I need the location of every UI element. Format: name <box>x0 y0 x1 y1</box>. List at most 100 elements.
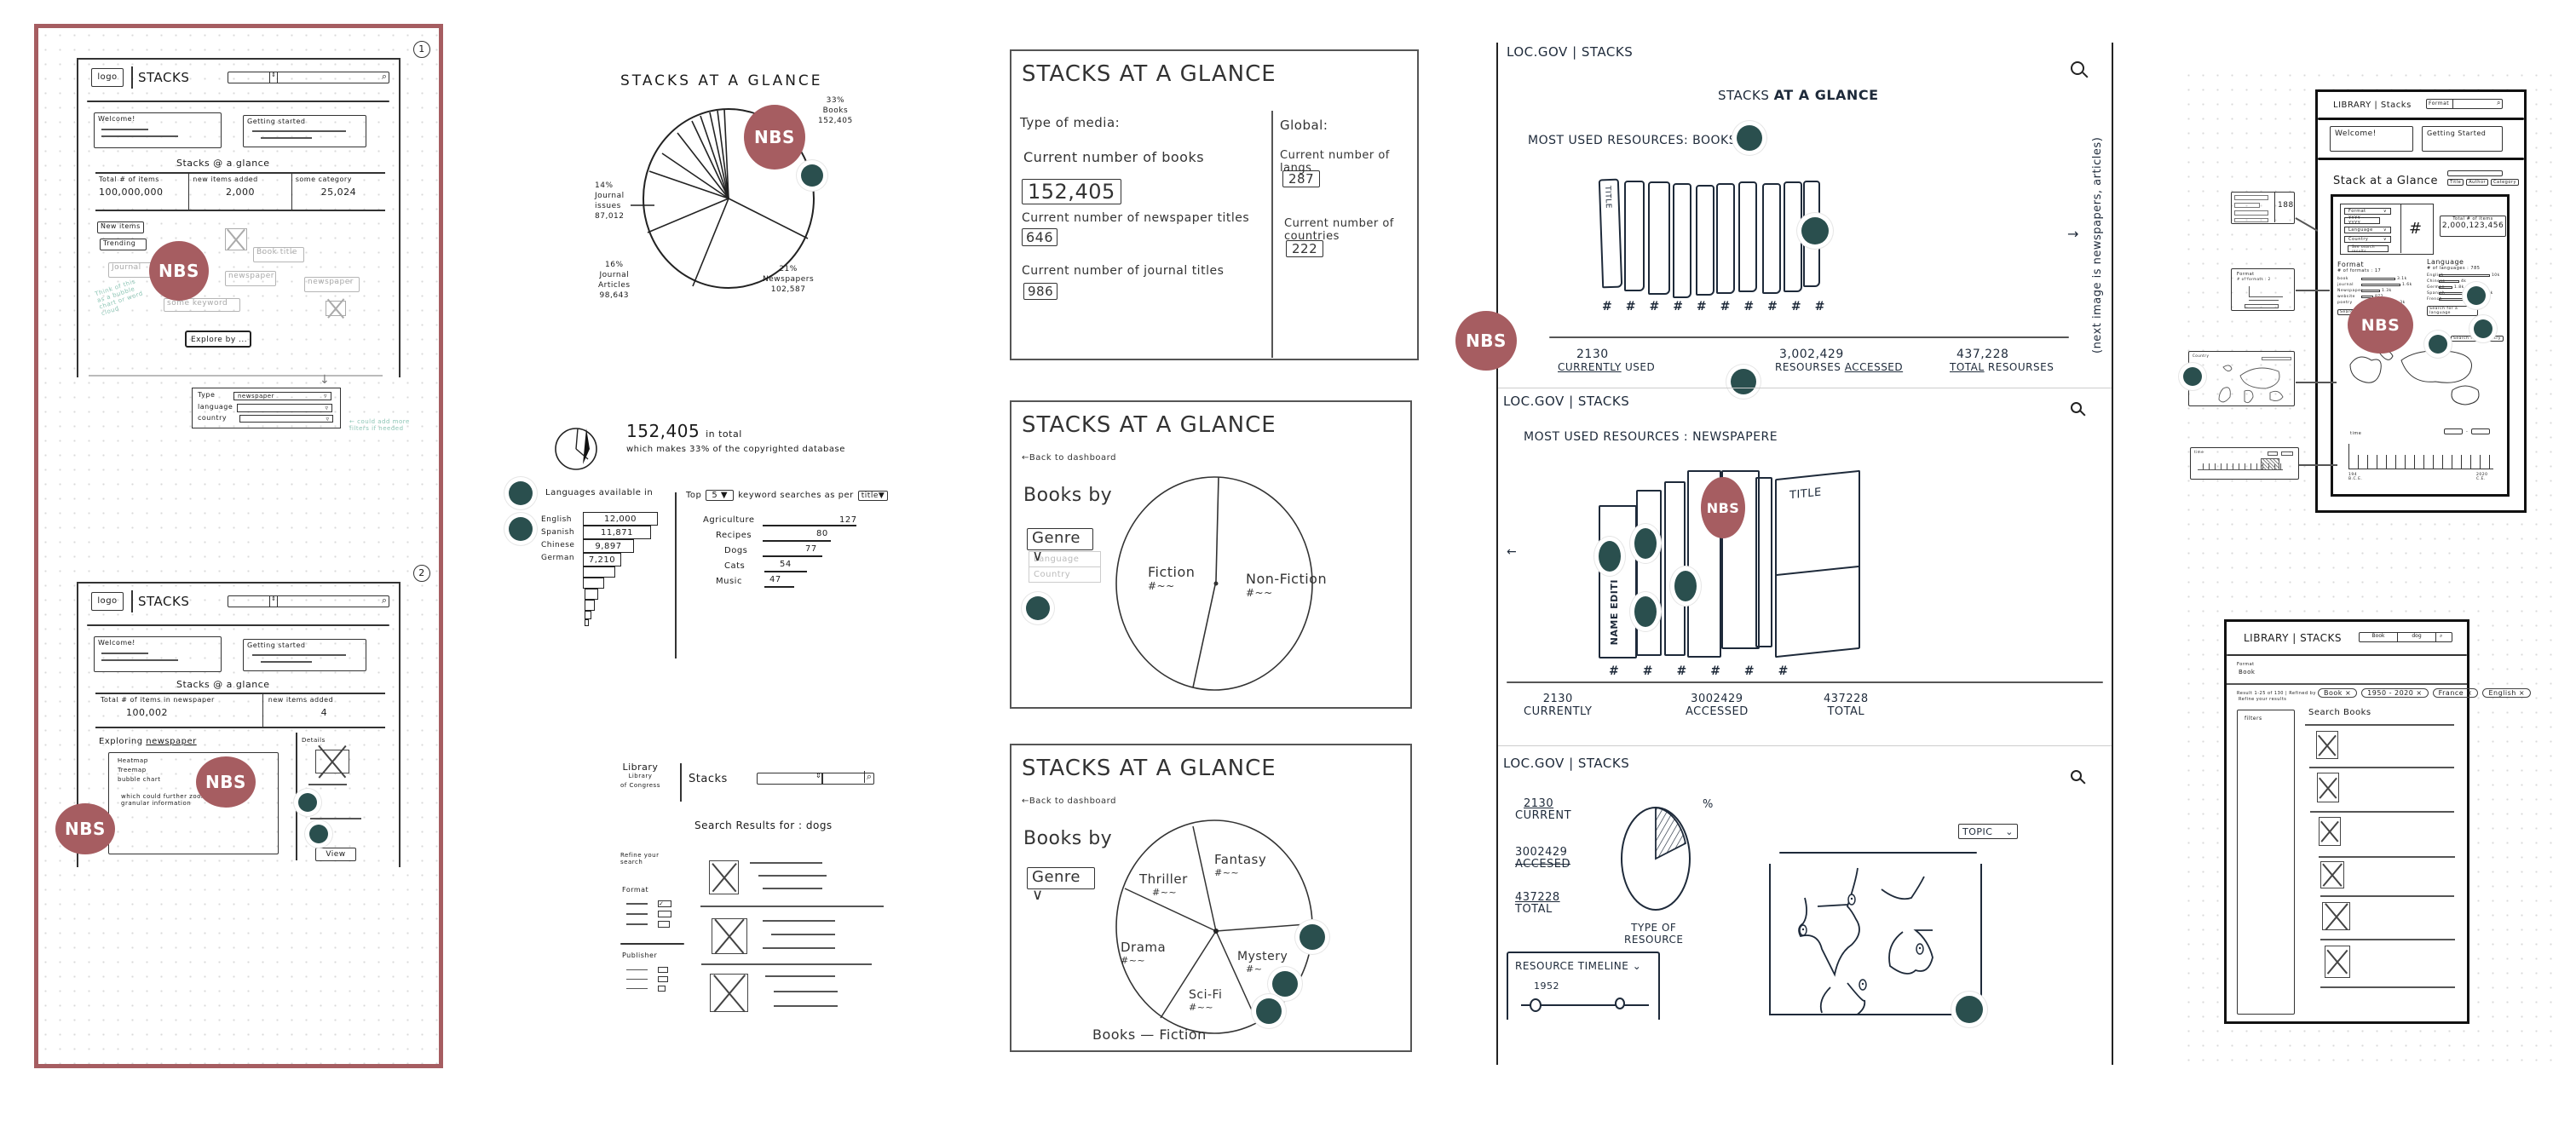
back-to-dashboard-link[interactable]: ←Back to dashboard <box>1022 796 1116 806</box>
book-spine[interactable] <box>1784 181 1802 292</box>
type-select[interactable]: newspaper▿ <box>233 392 331 400</box>
search-type-stepper[interactable]: ⇕ <box>269 595 278 607</box>
search-icon[interactable]: ⌕ <box>2440 633 2443 639</box>
search-icon[interactable]: ⌕ <box>381 71 387 82</box>
time-start-input[interactable] <box>2444 428 2463 434</box>
search-type-stepper[interactable]: ⇕ <box>269 72 278 83</box>
exploring-value-link[interactable]: newspaper <box>146 737 197 746</box>
tab-trending[interactable]: Trending <box>100 239 147 250</box>
country-map[interactable] <box>2342 343 2504 420</box>
timeline-end-handle[interactable] <box>1615 998 1625 1009</box>
book-spine[interactable] <box>1648 181 1670 295</box>
timeline-start-handle[interactable] <box>1530 998 1542 1012</box>
time-end-input[interactable] <box>2470 428 2490 434</box>
format-select[interactable]: Format∨ <box>2344 208 2391 215</box>
callout-total: 188 <box>2278 201 2294 210</box>
newspaper-spine[interactable] <box>1755 477 1772 647</box>
search-type-stepper[interactable]: ⇕ <box>815 772 821 779</box>
result-thumbnail[interactable] <box>2316 731 2338 759</box>
result-thumbnail[interactable] <box>2320 861 2344 888</box>
book-spine[interactable] <box>1738 181 1757 292</box>
newspaper-spine[interactable] <box>1687 470 1721 658</box>
filter-chip-years[interactable]: 1950 - 2020 × <box>2361 688 2429 698</box>
next-arrow[interactable]: → <box>2067 226 2079 242</box>
bubble-some-keyword[interactable]: some keyword <box>164 298 240 312</box>
bubble-journal[interactable]: Journal <box>108 262 155 278</box>
see-results-button[interactable]: See search results <box>2348 244 2389 253</box>
search-query[interactable]: dog <box>2398 633 2436 641</box>
newspaper-spine[interactable] <box>1664 481 1686 656</box>
filter-category-button[interactable]: Category <box>2491 179 2519 186</box>
search-by-select[interactable]: title▼ <box>857 490 889 501</box>
result-thumbnail[interactable] <box>2319 817 2341 846</box>
language-search-input[interactable]: Search for a language <box>2427 306 2478 316</box>
year-range-input[interactable]: YYYY - YYYY <box>2344 216 2380 226</box>
book-spine[interactable] <box>1696 185 1714 296</box>
book-spine[interactable] <box>1762 183 1781 294</box>
result-thumbnail[interactable] <box>2325 946 2350 978</box>
search-input[interactable]: Format ⌕ <box>2426 99 2503 109</box>
back-to-dashboard-link[interactable]: ←Back to dashboard <box>1022 453 1116 463</box>
glance-search-input[interactable] <box>2447 170 2503 176</box>
search-input[interactable]: ⇕ ⌕ <box>228 71 389 83</box>
journal-count-value: 986 <box>1023 283 1058 300</box>
search-icon[interactable]: ⌕ <box>381 595 387 606</box>
search-input[interactable]: ⇕ ⌕ <box>757 771 874 785</box>
group-by-select[interactable]: Genre ∨ <box>1027 867 1095 904</box>
filter-title-button[interactable]: Title <box>2447 179 2464 186</box>
filter-author-button[interactable]: Author <box>2466 179 2489 186</box>
facet-format-options: ✓ <box>626 899 671 929</box>
world-map[interactable] <box>1769 864 1982 1016</box>
checkbox[interactable] <box>658 986 666 992</box>
header-divider <box>131 66 133 89</box>
language-select[interactable]: ▿ <box>237 404 332 412</box>
search-icon[interactable] <box>2071 770 2082 781</box>
search-input[interactable]: ⇕ ⌕ <box>228 595 389 607</box>
book-spine[interactable]: TITLE <box>1598 178 1623 289</box>
language-select[interactable]: Language∨ <box>2344 227 2391 233</box>
checkbox[interactable] <box>658 967 668 973</box>
group-by-select[interactable]: Genre ∨ <box>1027 528 1093 565</box>
result-divider <box>701 963 872 965</box>
filter-chip-english[interactable]: English × <box>2482 688 2532 698</box>
checkbox[interactable] <box>658 921 670 928</box>
newspaper-spine[interactable]: NAME EDITI <box>1599 505 1637 658</box>
search-icon[interactable]: ⌕ <box>863 771 872 783</box>
bubble-book-title[interactable]: Book title <box>253 247 304 262</box>
book-spine[interactable] <box>1673 183 1691 298</box>
timeline-title[interactable]: RESOURCE TIMELINE ⌄ <box>1515 960 1642 972</box>
tab-new-items[interactable]: New items <box>97 221 144 233</box>
search-type-select[interactable]: Book <box>2360 633 2398 641</box>
result-thumbnail[interactable] <box>2317 773 2339 802</box>
brand: LIBRARY | STACKS <box>2244 632 2342 644</box>
country-select[interactable]: Country∨ <box>2344 236 2391 243</box>
checkbox[interactable] <box>658 976 668 982</box>
search-icon[interactable] <box>2071 402 2082 413</box>
back-arrow[interactable]: ← <box>1507 545 1518 559</box>
top-count-select[interactable]: 5 ▼ <box>706 490 735 501</box>
search-input[interactable]: Book dog ⌕ <box>2359 632 2452 642</box>
newspaper-front-page[interactable]: TITLE <box>1775 469 1860 658</box>
view-button[interactable]: View <box>315 848 356 861</box>
search-icon[interactable]: ⌕ <box>2497 99 2501 106</box>
result-thumbnail[interactable] <box>2322 902 2350 930</box>
filter-chip-france[interactable]: France × <box>2432 688 2479 698</box>
book-spine[interactable] <box>1624 181 1645 291</box>
bubble-newspaper-2[interactable]: newspaper <box>304 277 360 292</box>
checkbox-checked[interactable]: ✓ <box>658 900 671 907</box>
search-icon[interactable] <box>2071 61 2084 75</box>
option-language[interactable]: Language <box>1029 552 1100 567</box>
explore-by-button[interactable]: Explore by ... <box>185 331 251 348</box>
book-spine[interactable] <box>1716 183 1735 294</box>
filter-chip-book[interactable]: Book × <box>2318 688 2358 698</box>
bubble-newspaper-1[interactable]: newspaper <box>225 271 276 286</box>
timeline-histogram[interactable] <box>2348 444 2493 469</box>
option-country[interactable]: Country <box>1034 570 1071 579</box>
topic-select[interactable]: TOPIC⌄ <box>1958 824 2018 839</box>
checkbox[interactable] <box>658 911 671 917</box>
newspaper-spine[interactable] <box>1721 470 1760 649</box>
country-select[interactable]: ▿ <box>239 415 333 423</box>
newspaper-spine[interactable] <box>1636 490 1662 656</box>
